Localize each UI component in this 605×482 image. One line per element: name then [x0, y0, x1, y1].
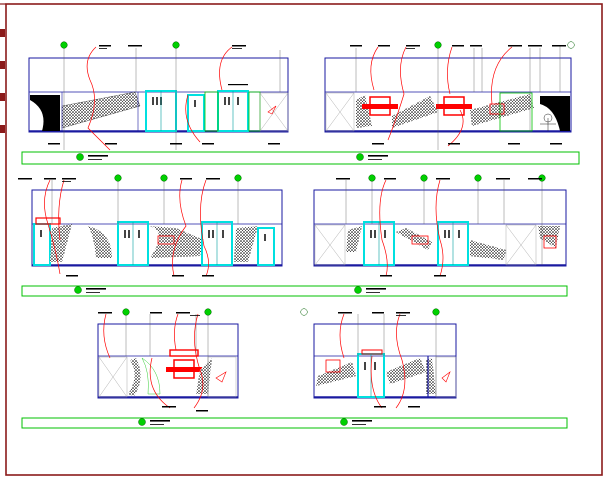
- elev1-door-2: [187, 94, 205, 132]
- elev1-door-1: [145, 90, 177, 132]
- elev6-door: [357, 349, 385, 398]
- elev3-door-3: [201, 221, 233, 266]
- elev5-tick-marks: [98, 312, 208, 412]
- elevation-2: [324, 41, 575, 150]
- elev2-red-fixture-1: [362, 96, 398, 116]
- elevation-6: [300, 308, 457, 409]
- elevation-1: [21, 41, 580, 165]
- elev6-grid-bubbles: [300, 308, 440, 316]
- elev3-grid-bubbles: [114, 174, 242, 182]
- drawing-frame: [0, 3, 603, 476]
- elev2-tick-marks: [350, 45, 566, 145]
- elev3-door-4: [257, 227, 275, 266]
- elev1-grid-bubbles: [60, 41, 180, 49]
- elev4-grid-bubbles: [368, 174, 546, 182]
- elev1-door-3: [217, 90, 249, 132]
- elev5-red-fixture: [166, 349, 202, 379]
- elev3-door-2: [117, 221, 149, 266]
- elev4-door-1: [363, 221, 395, 266]
- elevation-3: [18, 174, 568, 297]
- elev3-section-bar: [21, 285, 568, 297]
- elevation-5: [21, 308, 568, 429]
- frame-marker-4: [0, 125, 5, 133]
- elev2-red-fixture-2: [436, 96, 472, 116]
- elev2-plant-symbol: [540, 113, 556, 131]
- elev4-door-2: [437, 221, 469, 266]
- elev5-section-bar: [21, 417, 568, 429]
- elev2-grid-bubbles: [434, 41, 575, 49]
- elev1-tick-marks: [48, 45, 280, 145]
- elev1-section-bar: [21, 151, 580, 165]
- elev6-tick-marks: [338, 312, 420, 408]
- elev3-tick-marks: [18, 178, 220, 277]
- elev5-grid-bubbles: [122, 308, 212, 316]
- frame-marker-2: [0, 61, 5, 69]
- elev4-tick-marks: [336, 178, 542, 277]
- elevation-4: [313, 174, 567, 277]
- frame-marker-3: [0, 93, 5, 101]
- frame-marker-1: [0, 29, 5, 37]
